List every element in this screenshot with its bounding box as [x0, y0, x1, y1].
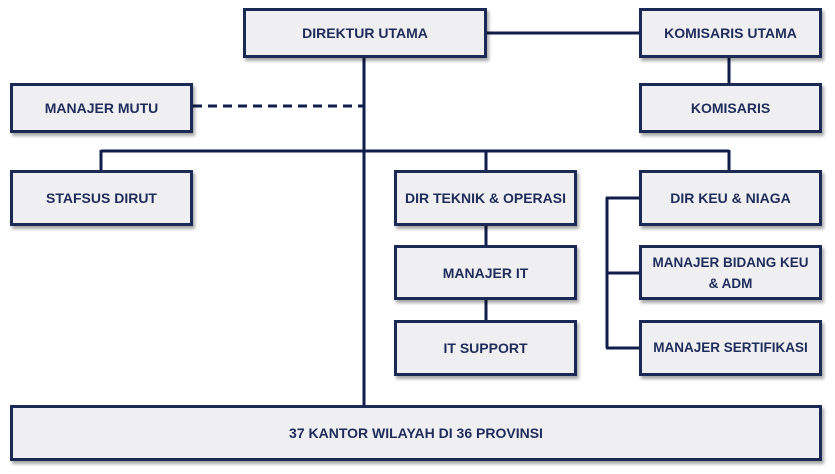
node-komisaris: KOMISARIS: [639, 83, 822, 133]
node-manajer-sertifikasi: MANAJER SERTIFIKASI: [639, 320, 822, 376]
node-kantor-wilayah: 37 KANTOR WILAYAH DI 36 PROVINSI: [10, 405, 822, 461]
node-it-support: IT SUPPORT: [394, 320, 577, 376]
node-dir-keu-niaga: DIR KEU & NIAGA: [639, 170, 822, 226]
node-dir-teknik-operasi: DIR TEKNIK & OPERASI: [394, 170, 577, 226]
node-direktur-utama: DIREKTUR UTAMA: [243, 8, 487, 58]
node-manajer-it: MANAJER IT: [394, 245, 577, 300]
node-stafsus-dirut: STAFSUS DIRUT: [10, 170, 193, 226]
node-manajer-bidang-keu-adm: MANAJER BIDANG KEU & ADM: [639, 245, 822, 300]
node-komisaris-utama: KOMISARIS UTAMA: [639, 8, 822, 58]
node-manajer-mutu: MANAJER MUTU: [10, 83, 193, 133]
